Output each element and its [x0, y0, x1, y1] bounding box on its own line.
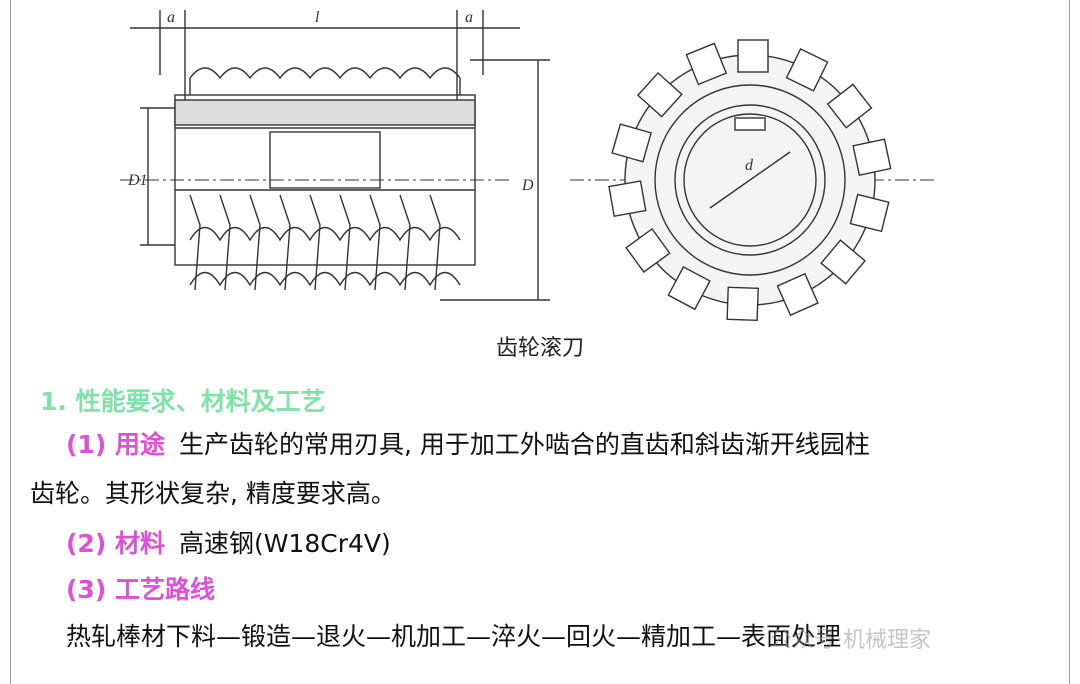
item-material-text: 高速钢(W18Cr4V) — [178, 529, 391, 558]
figure-caption: 齿轮滚刀 — [495, 336, 584, 361]
item-process-label: (3) 工艺路线 — [66, 575, 215, 604]
section-heading: 1. 性能要求、材料及工艺 — [40, 387, 326, 416]
slide-frame — [10, 0, 1070, 684]
item-material: (2) 材料高速钢(W18Cr4V) — [66, 531, 391, 556]
watermark: 公众号·机械理家 — [770, 628, 931, 653]
hob-cutter-drawing: a l a D1 D d — [120, 9, 935, 322]
item-usage-label: (1) 用途 — [66, 430, 165, 459]
item-usage: (1) 用途生产齿轮的常用刃具, 用于加工外啮合的直齿和斜齿渐开线园柱 — [66, 432, 870, 457]
dim-label-D1: D1 — [127, 172, 148, 189]
dim-label-a-left: a — [167, 9, 175, 26]
dim-label-a-right: a — [465, 9, 473, 26]
dim-label-D: D — [521, 177, 534, 194]
item-usage-text: 生产齿轮的常用刃具, 用于加工外啮合的直齿和斜齿渐开线园柱 — [178, 430, 870, 459]
item-material-label: (2) 材料 — [66, 529, 165, 558]
item-usage-line2: 齿轮。其形状复杂, 精度要求高。 — [30, 479, 396, 508]
item-process-text: 热轧棒材下料—锻造—退火—机加工—淬火—回火—精加工—表面处理 — [66, 622, 842, 651]
dim-label-d: d — [745, 157, 754, 174]
dim-label-l: l — [315, 9, 320, 26]
item-process-label-row: (3) 工艺路线 — [66, 577, 229, 602]
